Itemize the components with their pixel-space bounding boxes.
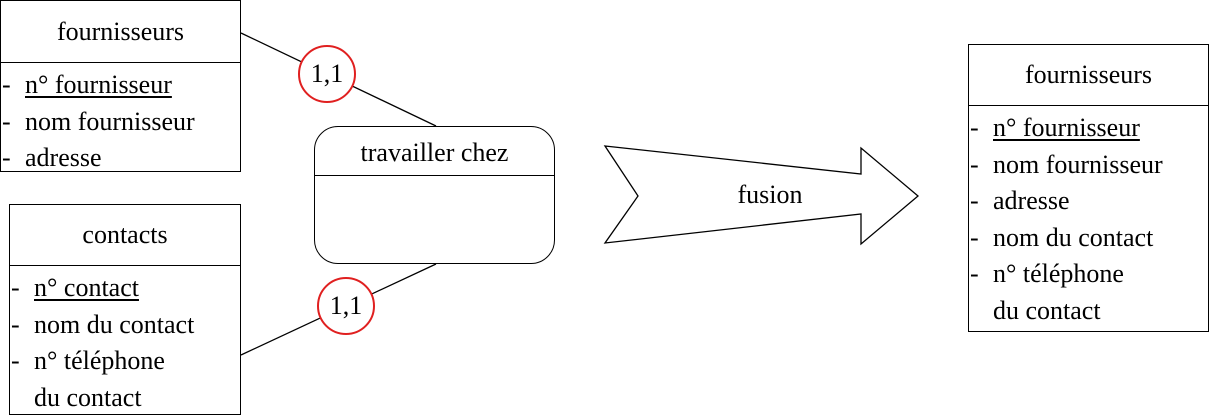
attribute-text: nom du contact [34, 309, 195, 339]
entity-title: fournisseurs [969, 45, 1208, 106]
entity-fournisseurs-source: fournisseurs -n° fournisseur -nom fourni… [0, 0, 241, 172]
list-marker: - [2, 106, 11, 136]
attribute-text: nom du contact [993, 222, 1154, 252]
entity-contacts: contacts -n° contact -nom du contact -n°… [9, 204, 241, 415]
attribute-item: -nom fournisseur [969, 147, 1208, 184]
attribute-text: du contact [993, 295, 1101, 325]
list-marker: - [970, 186, 979, 215]
attribute-item: -nom fournisseur [1, 104, 240, 141]
attribute-identifier: n° contact [34, 273, 139, 302]
attribute-text: nom fournisseur [993, 149, 1163, 179]
attribute-text: du contact [34, 382, 142, 412]
list-marker: - [11, 273, 20, 302]
list-marker: - [2, 143, 11, 172]
attribute-item: -nom du contact [969, 220, 1208, 257]
fusion-label: fusion [737, 180, 803, 209]
attribute-list: -n° contact -nom du contact -n° téléphon… [10, 266, 240, 416]
list-marker: - [970, 259, 979, 288]
cardinality-top: 1,1 [310, 59, 344, 88]
fusion-arrow [603, 145, 920, 246]
attribute-item: -n° contact [10, 270, 240, 307]
cardinality-circle-top [298, 45, 356, 103]
attribute-text: nom fournisseur [25, 106, 195, 136]
attribute-list: -n° fournisseur -nom fournisseur -adress… [1, 63, 240, 177]
attribute-item: du contact [10, 380, 240, 416]
cardinality-circle-bottom [317, 277, 375, 335]
entity-title: contacts [10, 205, 240, 266]
attribute-item: -n° téléphone [969, 256, 1208, 293]
attribute-text: adresse [993, 186, 1070, 215]
attribute-list: -n° fournisseur -nom fournisseur -adress… [969, 106, 1208, 329]
list-marker: - [11, 346, 20, 375]
attribute-item: -adresse [969, 183, 1208, 220]
cardinality-bottom: 1,1 [329, 291, 363, 320]
attribute-text: n° téléphone [993, 259, 1124, 288]
entity-fournisseurs-result: fournisseurs -n° fournisseur -nom fourni… [968, 44, 1209, 332]
list-marker: - [11, 309, 20, 339]
list-marker: - [970, 149, 979, 179]
attribute-item: -n° téléphone [10, 343, 240, 380]
attribute-item: -n° fournisseur [1, 67, 240, 104]
attribute-identifier: n° fournisseur [993, 113, 1140, 142]
association-travailler-chez: travailler chez [314, 126, 555, 264]
attribute-item: -adresse [1, 140, 240, 177]
entity-title: fournisseurs [1, 1, 240, 63]
attribute-text: adresse [25, 143, 102, 172]
attribute-identifier: n° fournisseur [25, 70, 172, 99]
list-marker: - [970, 222, 979, 252]
association-title: travailler chez [315, 127, 554, 176]
attribute-item: -nom du contact [10, 307, 240, 344]
attribute-text: n° téléphone [34, 346, 165, 375]
list-marker: - [970, 113, 979, 142]
attribute-item: -n° fournisseur [969, 110, 1208, 147]
list-marker: - [2, 70, 11, 99]
attribute-item: du contact [969, 293, 1208, 330]
